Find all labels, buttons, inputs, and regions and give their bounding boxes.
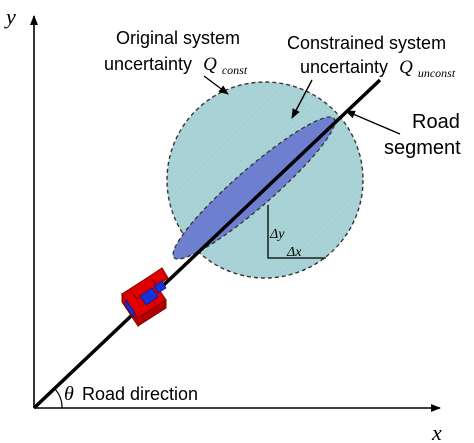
vehicle-icon (121, 267, 169, 328)
original-uncertainty-text: uncertainty (104, 54, 192, 74)
original-uncertainty-arrow (203, 75, 229, 95)
original-uncertainty-label-line1: Original system (116, 28, 240, 48)
road-segment-arrow (345, 110, 401, 135)
original-uncertainty-label-line2: uncertainty Q const (104, 54, 248, 77)
road-direction-label: Road direction (82, 384, 198, 404)
constrained-uncertainty-subscript: unconst (418, 66, 456, 80)
x-axis-label: x (431, 420, 442, 443)
constrained-uncertainty-text: uncertainty (300, 57, 388, 77)
road-segment-label-line1: Road (412, 111, 460, 133)
delta-y-label: Δy (269, 227, 285, 242)
constrained-uncertainty-arrow (291, 79, 313, 119)
slope-triangle (267, 205, 326, 259)
road-segment-label-line2: segment (384, 137, 461, 159)
original-uncertainty-subscript: const (222, 63, 248, 77)
original-uncertainty-symbol: Q (203, 54, 217, 75)
road-segment-line (32, 78, 382, 410)
constrained-uncertainty-ellipse (172, 116, 336, 260)
delta-x-label: Δx (286, 245, 302, 260)
theta-symbol: θ (64, 383, 74, 405)
constrained-uncertainty-label-line2: uncertainty Q unconst (300, 57, 456, 80)
y-axis-label: y (4, 4, 16, 29)
road-direction-angle-arc (54, 388, 63, 409)
constrained-uncertainty-symbol: Q (399, 57, 413, 78)
constrained-uncertainty-label-line1: Constrained system (287, 33, 446, 53)
